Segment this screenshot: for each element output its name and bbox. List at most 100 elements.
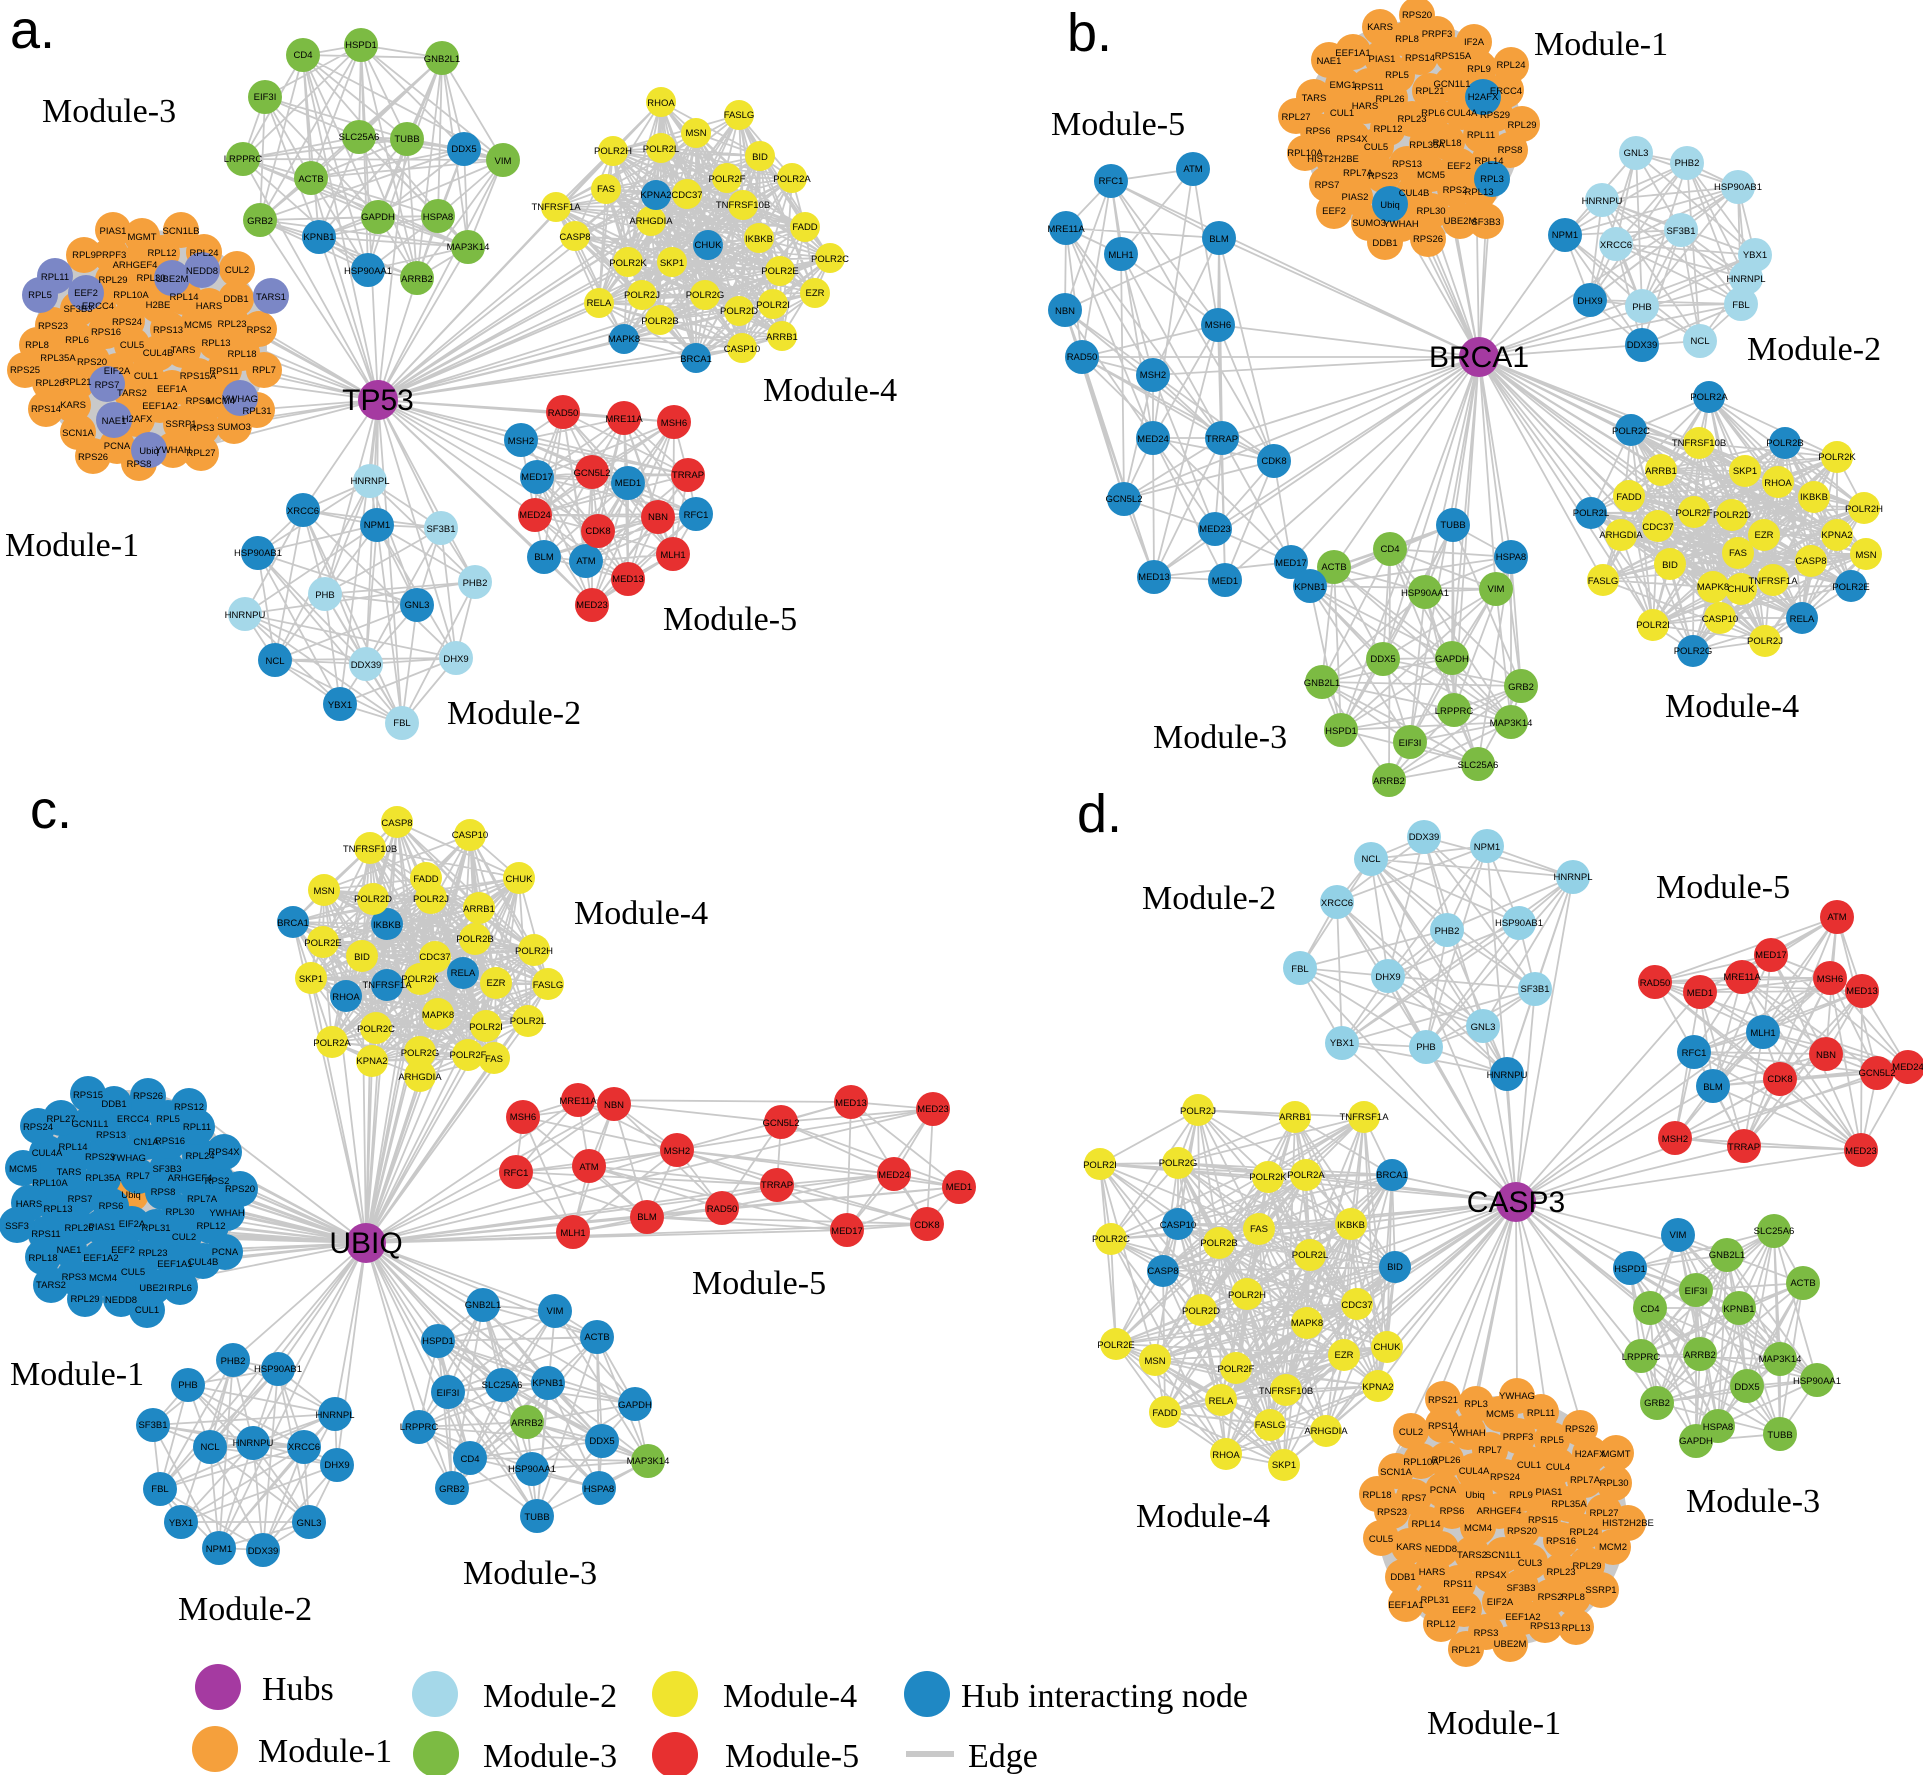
svg-text:RHOA: RHOA xyxy=(647,98,675,109)
svg-text:UBE2I: UBE2I xyxy=(139,1283,166,1294)
svg-text:RPS4X: RPS4X xyxy=(208,1147,240,1158)
svg-text:TUBB: TUBB xyxy=(394,134,419,145)
svg-text:RPL18: RPL18 xyxy=(1432,138,1461,149)
svg-text:ARRB1: ARRB1 xyxy=(1279,1112,1311,1123)
svg-text:HIST2H2BE: HIST2H2BE xyxy=(1307,154,1359,165)
svg-text:PHB: PHB xyxy=(178,1380,198,1391)
svg-text:POLR2A: POLR2A xyxy=(313,1038,351,1049)
svg-text:RPS3: RPS3 xyxy=(62,1272,87,1283)
svg-text:YWHAH: YWHAH xyxy=(209,1208,245,1219)
svg-text:RPS20: RPS20 xyxy=(225,1184,255,1195)
svg-text:RPL5: RPL5 xyxy=(1385,70,1409,81)
svg-text:SSRP1: SSRP1 xyxy=(165,419,196,430)
svg-text:PHB: PHB xyxy=(1632,302,1652,313)
svg-text:HARS: HARS xyxy=(1419,1567,1445,1578)
svg-text:RPL23: RPL23 xyxy=(1397,114,1426,125)
svg-text:POLR2C: POLR2C xyxy=(811,254,849,265)
svg-text:TARS2: TARS2 xyxy=(36,1280,66,1291)
svg-text:POLR2A: POLR2A xyxy=(1287,1170,1325,1181)
svg-text:POLR2A: POLR2A xyxy=(773,174,811,185)
svg-text:c.: c. xyxy=(30,780,72,840)
svg-text:MAP3K14: MAP3K14 xyxy=(1490,718,1533,729)
svg-text:POLR2K: POLR2K xyxy=(1818,452,1856,463)
svg-text:PRPF3: PRPF3 xyxy=(96,250,127,261)
svg-text:Module-4: Module-4 xyxy=(1665,688,1799,725)
svg-text:MLH1: MLH1 xyxy=(660,550,685,561)
svg-text:CHUK: CHUK xyxy=(1728,584,1756,595)
svg-text:FADD: FADD xyxy=(1152,1408,1177,1419)
svg-text:NBN: NBN xyxy=(1055,306,1075,317)
svg-text:CUL1: CUL1 xyxy=(1517,1460,1541,1471)
svg-text:RPL11: RPL11 xyxy=(1527,1408,1555,1419)
svg-text:RPS24: RPS24 xyxy=(112,317,142,328)
svg-text:EEF2: EEF2 xyxy=(1322,206,1346,217)
svg-text:LRPPRC: LRPPRC xyxy=(1622,1352,1661,1363)
svg-text:YWHAH: YWHAH xyxy=(1383,219,1419,230)
svg-text:TRRAP: TRRAP xyxy=(1206,434,1238,445)
svg-text:H2AFX: H2AFX xyxy=(1468,92,1499,103)
svg-text:MED17: MED17 xyxy=(1755,950,1787,961)
svg-text:RPL14: RPL14 xyxy=(1411,1519,1440,1530)
svg-text:RPS7: RPS7 xyxy=(1402,1493,1427,1504)
svg-text:CDK8: CDK8 xyxy=(1261,456,1286,467)
svg-text:HSPD1: HSPD1 xyxy=(1325,726,1357,737)
svg-text:HSPD1: HSPD1 xyxy=(1614,1264,1646,1275)
svg-text:FADD: FADD xyxy=(792,222,817,233)
svg-text:Ubiq: Ubiq xyxy=(1380,200,1400,211)
svg-text:Ubiq: Ubiq xyxy=(121,1190,141,1201)
svg-text:MCM4: MCM4 xyxy=(89,1273,117,1284)
svg-text:RPL10A: RPL10A xyxy=(32,1178,68,1189)
svg-text:SF3B3: SF3B3 xyxy=(1471,217,1500,228)
svg-text:CHUK: CHUK xyxy=(695,240,723,251)
svg-text:MSN: MSN xyxy=(685,128,706,139)
svg-text:HNRNPU: HNRNPU xyxy=(1582,196,1623,207)
svg-text:SSF3: SSF3 xyxy=(5,1221,29,1232)
svg-text:RPL10A: RPL10A xyxy=(113,290,149,301)
svg-text:MRE11A: MRE11A xyxy=(559,1096,597,1107)
svg-text:CUL3: CUL3 xyxy=(1518,1558,1542,1569)
svg-text:MED23: MED23 xyxy=(1199,524,1231,535)
svg-text:POLR2H: POLR2H xyxy=(1228,1290,1266,1301)
svg-text:RELA: RELA xyxy=(1209,1396,1234,1407)
svg-text:MED1: MED1 xyxy=(1687,988,1713,999)
svg-text:RPS16: RPS16 xyxy=(91,327,121,338)
svg-text:RPS6: RPS6 xyxy=(1440,1506,1465,1517)
svg-text:KPNA2: KPNA2 xyxy=(356,1056,387,1067)
svg-text:FAS: FAS xyxy=(1729,548,1747,559)
svg-text:UBIQ: UBIQ xyxy=(329,1227,402,1260)
svg-text:RPS24: RPS24 xyxy=(1490,1472,1520,1483)
svg-text:MAP3K14: MAP3K14 xyxy=(1759,1354,1802,1365)
svg-text:CUL4B: CUL4B xyxy=(1399,188,1430,199)
svg-text:EEF1A: EEF1A xyxy=(157,384,188,395)
svg-text:Module-1: Module-1 xyxy=(258,1733,392,1770)
svg-text:TNFRSF10B: TNFRSF10B xyxy=(343,844,397,855)
svg-text:Module-2: Module-2 xyxy=(1142,880,1276,917)
svg-text:KPNB1: KPNB1 xyxy=(1723,1304,1754,1315)
svg-text:PHB: PHB xyxy=(1416,1042,1436,1053)
svg-text:RPL10A: RPL10A xyxy=(1287,148,1323,159)
svg-text:CASP8: CASP8 xyxy=(559,232,590,243)
svg-text:ARHGEF4: ARHGEF4 xyxy=(113,260,158,271)
svg-text:SLC25A6: SLC25A6 xyxy=(482,1380,523,1391)
svg-text:VIM: VIM xyxy=(547,1306,564,1317)
svg-text:RPL26: RPL26 xyxy=(1375,94,1404,105)
svg-text:EMG1: EMG1 xyxy=(1330,80,1357,91)
svg-text:YWHAH: YWHAH xyxy=(1450,1428,1486,1439)
svg-text:EEF2: EEF2 xyxy=(1447,161,1471,172)
svg-text:POLR2B: POLR2B xyxy=(641,316,679,327)
svg-text:b.: b. xyxy=(1067,3,1112,63)
svg-text:ARRB1: ARRB1 xyxy=(463,904,495,915)
svg-text:CASP8: CASP8 xyxy=(1795,556,1826,567)
svg-text:MED13: MED13 xyxy=(612,574,644,585)
svg-text:DDX5: DDX5 xyxy=(589,1436,614,1447)
svg-text:Module-4: Module-4 xyxy=(723,1678,857,1715)
svg-text:RPL11: RPL11 xyxy=(41,272,69,283)
svg-text:Hub interacting node: Hub interacting node xyxy=(961,1678,1248,1715)
svg-text:RPS2: RPS2 xyxy=(247,325,272,336)
svg-text:EIF2A: EIF2A xyxy=(104,366,131,377)
svg-text:POLR2C: POLR2C xyxy=(357,1024,395,1035)
svg-text:YBX1: YBX1 xyxy=(328,700,352,711)
svg-text:TARS: TARS xyxy=(171,345,196,356)
svg-text:RPL23: RPL23 xyxy=(217,319,246,330)
svg-text:IKBKB: IKBKB xyxy=(745,234,773,245)
